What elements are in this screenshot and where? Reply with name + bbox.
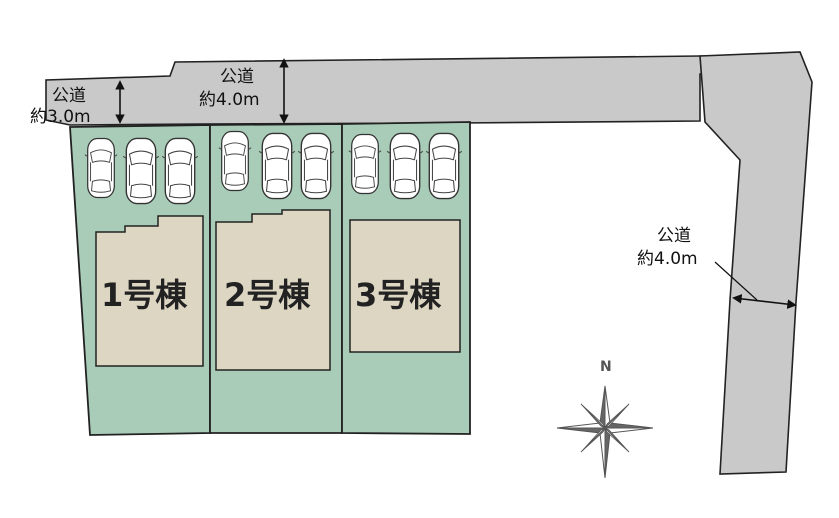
road-width-arrow-3 [732,294,797,309]
building-3 [349,219,461,353]
compass-north-label: N [600,359,612,375]
parking-cars [84,130,463,205]
car-icon [297,132,335,200]
compass-rose-icon [556,385,654,479]
road-label-leader [714,261,758,301]
car-icon [425,132,463,200]
road-label-3-line2: 約4.0m [637,249,698,269]
road-label-1-line1: 公道 [52,86,86,106]
car-icon [258,132,296,200]
car-icon [122,137,160,205]
road-east [699,51,813,475]
road-label-2-line1: 公道 [220,67,254,87]
road-top [45,55,801,126]
car-icon [84,137,118,199]
building-3-label: 3号棟 [355,276,442,314]
car-icon [348,133,382,195]
building-2-label: 2号棟 [224,276,311,314]
road-label-2-line2: 約4.0m [199,90,260,110]
building-1-label: 1号棟 [101,276,188,314]
building-1 [95,215,204,367]
road-label-1-line2: 約3.0m [30,107,91,127]
road-label-3-line1: 公道 [657,226,691,246]
building-2 [215,209,331,371]
car-icon [161,137,199,205]
car-icon [218,130,252,192]
car-icon [386,132,424,200]
